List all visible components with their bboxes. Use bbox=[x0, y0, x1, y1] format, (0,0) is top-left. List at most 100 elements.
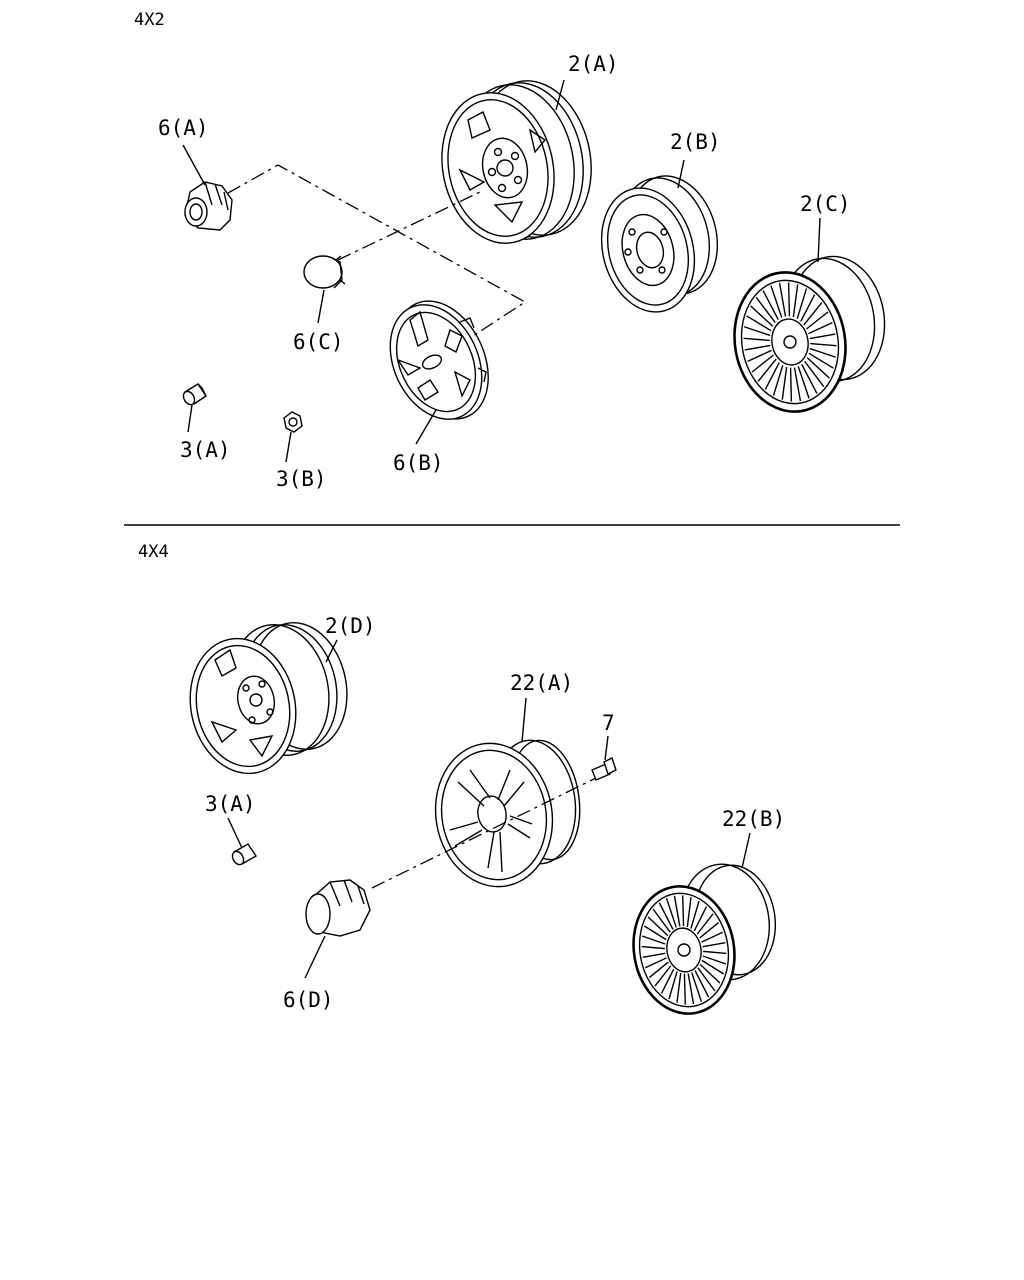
spoke bbox=[652, 908, 671, 933]
label-3a-top: 3(A) bbox=[180, 438, 231, 462]
spoke bbox=[789, 367, 793, 402]
leader-3b bbox=[285, 431, 292, 463]
leader-22b bbox=[741, 832, 751, 869]
spoke bbox=[643, 925, 667, 941]
spoke bbox=[808, 352, 834, 369]
leader-2d bbox=[325, 639, 338, 663]
spoke bbox=[796, 288, 808, 319]
spoke bbox=[787, 282, 791, 317]
dash-line-6a-6b bbox=[227, 164, 527, 339]
label-6c: 6(C) bbox=[293, 330, 344, 354]
spoke bbox=[703, 950, 727, 955]
spoke bbox=[686, 897, 692, 927]
leader-2a bbox=[555, 79, 565, 111]
cap-6c bbox=[303, 255, 346, 289]
spoke bbox=[654, 965, 672, 987]
wheel-2b bbox=[600, 175, 719, 313]
spoke bbox=[701, 959, 725, 975]
label-22b: 22(B) bbox=[722, 807, 785, 831]
wheel-22a bbox=[434, 739, 581, 888]
spoke bbox=[751, 354, 774, 373]
label-2d: 2(D) bbox=[325, 614, 376, 638]
label-2c: 2(C) bbox=[800, 192, 851, 216]
label-3b: 3(B) bbox=[276, 467, 327, 491]
section-title-4x4: 4X4 bbox=[138, 542, 169, 562]
spoke bbox=[764, 362, 780, 390]
spoke bbox=[762, 290, 779, 320]
spoke bbox=[641, 935, 666, 945]
label-6b: 6(B) bbox=[393, 451, 444, 475]
spoke bbox=[772, 365, 784, 396]
spoke bbox=[690, 900, 700, 929]
spoke bbox=[694, 970, 710, 998]
cap-6a bbox=[184, 181, 233, 231]
cap-6d bbox=[305, 879, 371, 937]
label-2a: 2(A) bbox=[568, 52, 619, 76]
spoke bbox=[793, 367, 802, 402]
spoke bbox=[804, 360, 825, 388]
spoke bbox=[693, 906, 708, 932]
spoke bbox=[757, 358, 777, 382]
spoke bbox=[648, 961, 669, 979]
spoke bbox=[665, 898, 677, 928]
spoke bbox=[702, 955, 727, 965]
spoke bbox=[696, 913, 714, 935]
spoke bbox=[699, 963, 721, 984]
leader-7 bbox=[604, 735, 609, 761]
spoke bbox=[778, 282, 787, 317]
bolt-7 bbox=[591, 757, 617, 781]
leader-6d bbox=[304, 935, 326, 979]
cap-6b bbox=[389, 300, 489, 420]
spoke bbox=[691, 972, 703, 1002]
spoke bbox=[792, 284, 799, 318]
spoke bbox=[660, 968, 675, 994]
spoke bbox=[755, 296, 776, 324]
spoke bbox=[642, 952, 666, 958]
spoke bbox=[697, 967, 716, 992]
spoke bbox=[809, 347, 837, 358]
leader-6a bbox=[182, 144, 206, 186]
spoke bbox=[683, 973, 686, 1005]
spoke bbox=[658, 902, 674, 930]
spoke bbox=[668, 971, 678, 1000]
spoke bbox=[687, 973, 695, 1005]
spoke bbox=[645, 957, 667, 969]
spoke bbox=[808, 322, 833, 335]
label-7: 7 bbox=[602, 711, 615, 735]
leader-22a bbox=[521, 697, 527, 743]
nut-3b bbox=[283, 411, 303, 433]
dash-line-6d-7 bbox=[371, 775, 601, 889]
spoke bbox=[702, 942, 726, 948]
wheel-2a bbox=[441, 80, 592, 244]
spoke bbox=[701, 931, 723, 943]
spoke bbox=[781, 366, 788, 400]
label-22a: 22(A) bbox=[510, 671, 573, 695]
wheel-2c bbox=[733, 255, 886, 413]
spoke bbox=[797, 366, 810, 399]
leader-3a-bottom bbox=[227, 817, 243, 849]
spoke bbox=[803, 302, 823, 326]
spoke bbox=[746, 315, 772, 332]
wheel-22b bbox=[632, 863, 777, 1015]
spoke bbox=[647, 916, 669, 937]
spoke bbox=[747, 349, 772, 362]
spoke bbox=[750, 305, 774, 327]
leader-6b bbox=[415, 409, 437, 445]
wheel-2d bbox=[189, 621, 348, 775]
nut-3a-bottom bbox=[231, 843, 257, 866]
spoke bbox=[806, 311, 829, 330]
spoke bbox=[809, 333, 836, 340]
spoke bbox=[800, 294, 816, 322]
spoke bbox=[743, 326, 771, 337]
spoke bbox=[641, 945, 665, 950]
spoke bbox=[806, 357, 830, 379]
label-6d: 6(D) bbox=[283, 988, 334, 1012]
label-2b: 2(B) bbox=[670, 130, 721, 154]
spoke bbox=[810, 342, 837, 347]
nut-3a-top bbox=[182, 383, 207, 406]
leader-3a-top bbox=[187, 404, 193, 433]
spoke bbox=[699, 921, 720, 939]
label-6a: 6(A) bbox=[158, 116, 209, 140]
spoke bbox=[743, 337, 770, 342]
